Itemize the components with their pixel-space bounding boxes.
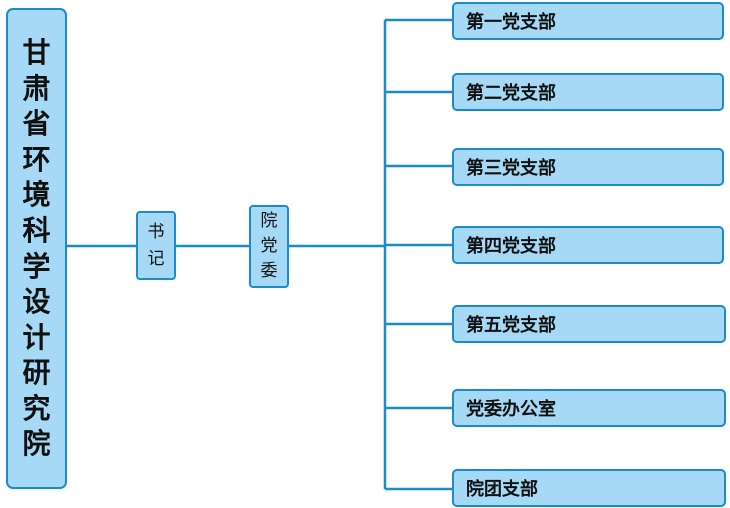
branch-box-3: 第三党支部 [452,148,724,186]
branch-label: 第四党支部 [466,236,556,257]
branch-box-4: 第四党支部 [452,226,724,264]
branch-label: 第三党支部 [466,158,556,179]
branch-label: 第一党支部 [466,12,556,33]
organization-box: 甘肃省环境科学设计研究院 [6,8,67,489]
organization-name: 甘肃省环境科学设计研究院 [22,35,51,461]
branch-label: 第五党支部 [466,315,556,336]
branch-box-1: 第一党支部 [452,2,724,40]
branch-box-6: 党委办公室 [452,389,726,427]
committee-label: 院党委 [260,211,278,281]
secretary-box: 书记 [136,211,176,280]
branch-label: 院团支部 [466,479,538,500]
branch-label: 第二党支部 [466,83,556,104]
committee-box: 院党委 [249,205,289,288]
branch-box-2: 第二党支部 [452,73,724,111]
branch-box-5: 第五党支部 [452,305,726,343]
branch-box-7: 院团支部 [452,469,726,507]
secretary-label: 书记 [147,221,165,269]
branch-label: 党委办公室 [466,399,556,420]
